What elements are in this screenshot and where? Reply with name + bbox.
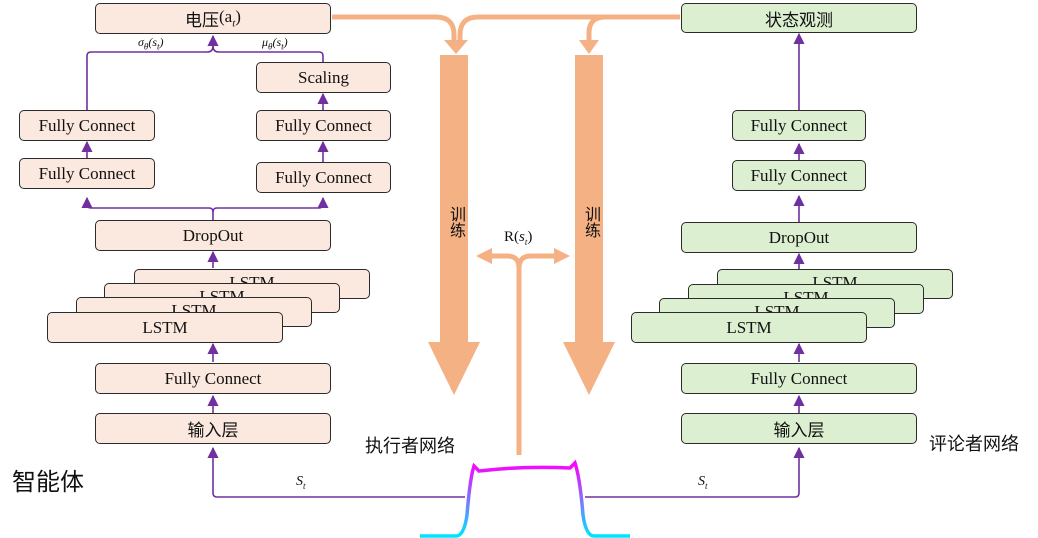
critic-input-layer: 输入层	[681, 413, 917, 444]
state-right-label: St	[698, 474, 708, 491]
critic-lstm-1: LSTM	[631, 312, 867, 343]
critic-output-state: 状态观测	[681, 3, 917, 33]
actor-fc-left-top: Fully Connect	[19, 110, 155, 141]
critic-fc-input: Fully Connect	[681, 363, 917, 394]
critic-fc-mid: Fully Connect	[732, 160, 866, 191]
train-arrow-left	[428, 55, 480, 395]
sigma-label: σθ(st)	[138, 35, 164, 52]
actor-input-layer: 输入层	[95, 413, 331, 444]
state-left-label: St	[296, 474, 306, 491]
reward-arrow	[490, 253, 556, 455]
actor-lstm-1: LSTM	[47, 312, 283, 343]
actor-fc-left-bottom: Fully Connect	[19, 158, 155, 189]
critic-fc-top: Fully Connect	[732, 110, 866, 141]
signal-pulse	[420, 459, 630, 538]
actor-scaling: Scaling	[256, 62, 391, 93]
train-arrow-right	[563, 55, 615, 395]
critic-network-label: 评论者网络	[929, 434, 1019, 455]
agent-label: 智能体	[12, 468, 84, 496]
actor-fc-right-bottom: Fully Connect	[256, 162, 391, 193]
actor-dropout: DropOut	[95, 220, 331, 251]
mu-label: μθ(st)	[262, 35, 288, 52]
train-label-right: 训练	[582, 206, 601, 238]
orange-feed-lines	[332, 14, 680, 44]
actor-fc-input: Fully Connect	[95, 363, 331, 394]
critic-dropout: DropOut	[681, 222, 917, 253]
actor-output-label: 电压	[185, 11, 220, 31]
actor-output-voltage: 电压 (at)	[95, 3, 331, 34]
train-label-left: 训练	[447, 206, 466, 238]
actor-fc-right-top: Fully Connect	[256, 110, 391, 141]
actor-network-label: 执行者网络	[365, 436, 455, 457]
reward-label: R(st)	[504, 229, 533, 247]
actor-output-var: (at)	[219, 7, 241, 30]
